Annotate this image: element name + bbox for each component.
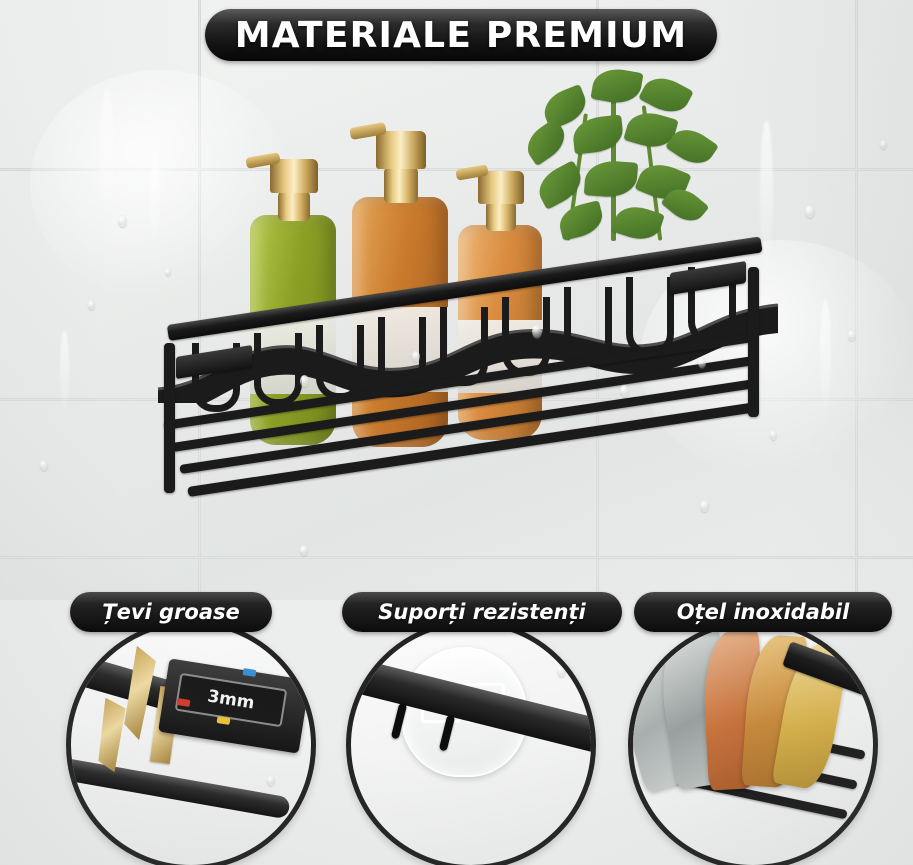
shelf-right-frame	[748, 267, 759, 417]
water-droplet	[700, 500, 709, 512]
water-droplet	[848, 330, 856, 341]
water-droplet	[557, 665, 566, 677]
water-droplet	[88, 300, 95, 310]
water-droplet	[118, 215, 127, 227]
feature-label-strong-supports: Suporți rezistenți	[342, 592, 622, 632]
feature-label-thick-tubes: Țevi groase	[70, 592, 272, 632]
shelf-wire-loop	[254, 333, 302, 406]
caliper-jaw-lower	[93, 698, 127, 773]
water-droplet	[620, 385, 629, 397]
water-droplet	[698, 357, 706, 368]
pump-neck	[384, 167, 418, 203]
pump-neck	[278, 191, 310, 221]
pump-head	[376, 131, 426, 169]
feature-label-stainless-steel: Oțel inoxidabil	[634, 592, 892, 632]
water-droplet	[845, 647, 853, 658]
caliper-measurement-value: 3mm	[206, 686, 256, 714]
feature-thick-tubes: 3mm Țevi groase	[66, 592, 316, 865]
headline-banner: MATERIALE PREMIUM	[205, 9, 717, 61]
water-streak	[820, 300, 831, 410]
water-droplet	[40, 460, 48, 471]
feature-inset-circle	[346, 620, 596, 865]
pump-head	[270, 159, 318, 193]
feature-inset-circle	[628, 620, 878, 865]
water-streak	[100, 90, 114, 210]
water-droplet	[412, 351, 420, 362]
water-droplet	[880, 140, 887, 149]
water-streak	[150, 150, 160, 240]
headline-text: MATERIALE PREMIUM	[234, 14, 688, 56]
green-plant	[515, 65, 725, 250]
shelf-tube	[71, 752, 291, 820]
feature-inset-circle: 3mm	[66, 620, 316, 865]
pump-neck	[486, 201, 516, 231]
shelf-wire-loop	[316, 325, 364, 400]
water-streak	[760, 120, 773, 270]
water-droplet	[805, 205, 815, 218]
water-droplet	[267, 775, 275, 786]
shelf-wire-loop	[626, 277, 674, 356]
grout-line-vertical	[855, 0, 858, 600]
pump-head	[478, 171, 524, 204]
shelf-wire-loop	[192, 343, 240, 412]
water-droplet	[300, 375, 309, 387]
water-droplet	[300, 545, 308, 556]
feature-strong-supports: Suporți rezistenți	[342, 592, 622, 865]
shelf-left-frame	[164, 343, 175, 493]
water-streak	[60, 330, 69, 410]
water-droplet	[532, 325, 542, 338]
grout-line-horizontal	[0, 556, 913, 559]
feature-stainless-steel: Oțel inoxidabil	[628, 592, 892, 865]
water-droplet	[770, 430, 777, 440]
product-shelf-assembly	[150, 65, 790, 565]
